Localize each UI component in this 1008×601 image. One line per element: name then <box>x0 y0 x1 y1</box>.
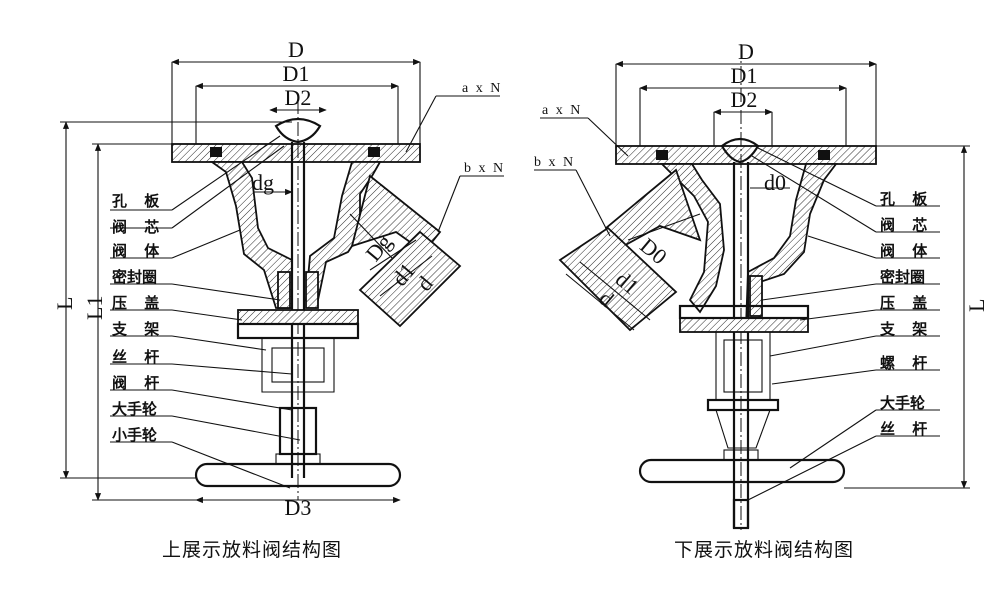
right-label-screw: 螺 杆 <box>880 354 933 372</box>
left-label-sealing-ring: 密封圈 <box>112 268 157 286</box>
right-dim-D: D <box>738 39 754 64</box>
left-outlet-flange <box>358 230 462 328</box>
right-label-sealing-ring: 密封圈 <box>880 268 925 286</box>
right-label-big-handwheel: 大手轮 <box>880 394 925 412</box>
left-valve-body-right <box>305 161 382 301</box>
left-label-bracket: 支 架 <box>111 320 165 338</box>
right-sealing-ring <box>749 275 763 317</box>
left-dim-axN: a x N <box>462 81 502 96</box>
right-big-handwheel <box>638 458 846 484</box>
right-label-valve-body: 阀 体 <box>880 242 933 260</box>
left-dim-D3: D3 <box>285 495 312 520</box>
left-label-big-handwheel: 大手轮 <box>112 400 157 418</box>
right-dim-D1: D1 <box>731 63 758 88</box>
left-gland <box>237 309 359 325</box>
left-seal-right <box>368 147 380 157</box>
left-label-gland: 压 盖 <box>112 294 165 312</box>
right-seal-left <box>656 150 668 160</box>
left-label-valve-body: 阀 体 <box>112 242 165 260</box>
left-dim-D: D <box>288 37 304 62</box>
left-label-orifice-plate: 孔 板 <box>112 192 165 210</box>
right-valve-body-left <box>659 163 725 314</box>
right-outlet <box>604 168 702 250</box>
left-label-valve-stem: 阀 杆 <box>112 374 165 392</box>
left-seal-left <box>210 147 222 157</box>
right-orifice-plate <box>615 145 877 165</box>
right-outlet-flange <box>558 226 678 332</box>
right-seal-right <box>818 150 830 160</box>
right-label-screw-rod: 丝 杆 <box>880 420 933 438</box>
left-caption: 上展示放料阀结构图 <box>162 539 342 561</box>
right-dim-axN: a x N <box>542 103 582 118</box>
right-dim-bxN: b x N <box>534 155 575 170</box>
left-label-screw-rod: 丝 杆 <box>112 348 165 366</box>
left-dim-L1: L1 <box>82 296 107 320</box>
right-screw <box>706 398 780 412</box>
left-bracket <box>261 338 335 393</box>
left-dim-L: L <box>52 297 77 310</box>
right-dim-D2: D2 <box>731 87 758 112</box>
left-dim-dg: dg <box>252 170 274 195</box>
right-label-orifice-plate: 孔 板 <box>880 190 933 208</box>
left-valve-diagram: D D1 D2 D3 dg Dg d1 d L L1 a x N b x N 孔… <box>52 37 505 561</box>
right-caption: 下展示放料阀结构图 <box>674 539 854 561</box>
right-label-gland: 压 盖 <box>880 294 933 312</box>
right-dim-L: L <box>964 299 989 312</box>
left-label-small-handwheel: 小手轮 <box>112 426 157 444</box>
left-dim-bxN: b x N <box>464 161 505 176</box>
right-gland <box>679 317 809 333</box>
right-dim-d0: d0 <box>764 170 786 195</box>
left-orifice-plate <box>171 143 421 163</box>
right-valve-diagram: D D1 D2 d0 D0 d1 d L a x N b x N 孔 板 阀 芯… <box>534 39 989 561</box>
left-dim-D2: D2 <box>285 85 312 110</box>
left-sealing-ring <box>277 271 291 309</box>
left-label-valve-plug: 阀 芯 <box>112 218 165 236</box>
right-label-valve-plug: 阀 芯 <box>880 216 933 234</box>
right-valve-plug <box>720 137 760 164</box>
left-dim-D1: D1 <box>283 61 310 86</box>
right-label-bracket: 支 架 <box>879 320 933 338</box>
